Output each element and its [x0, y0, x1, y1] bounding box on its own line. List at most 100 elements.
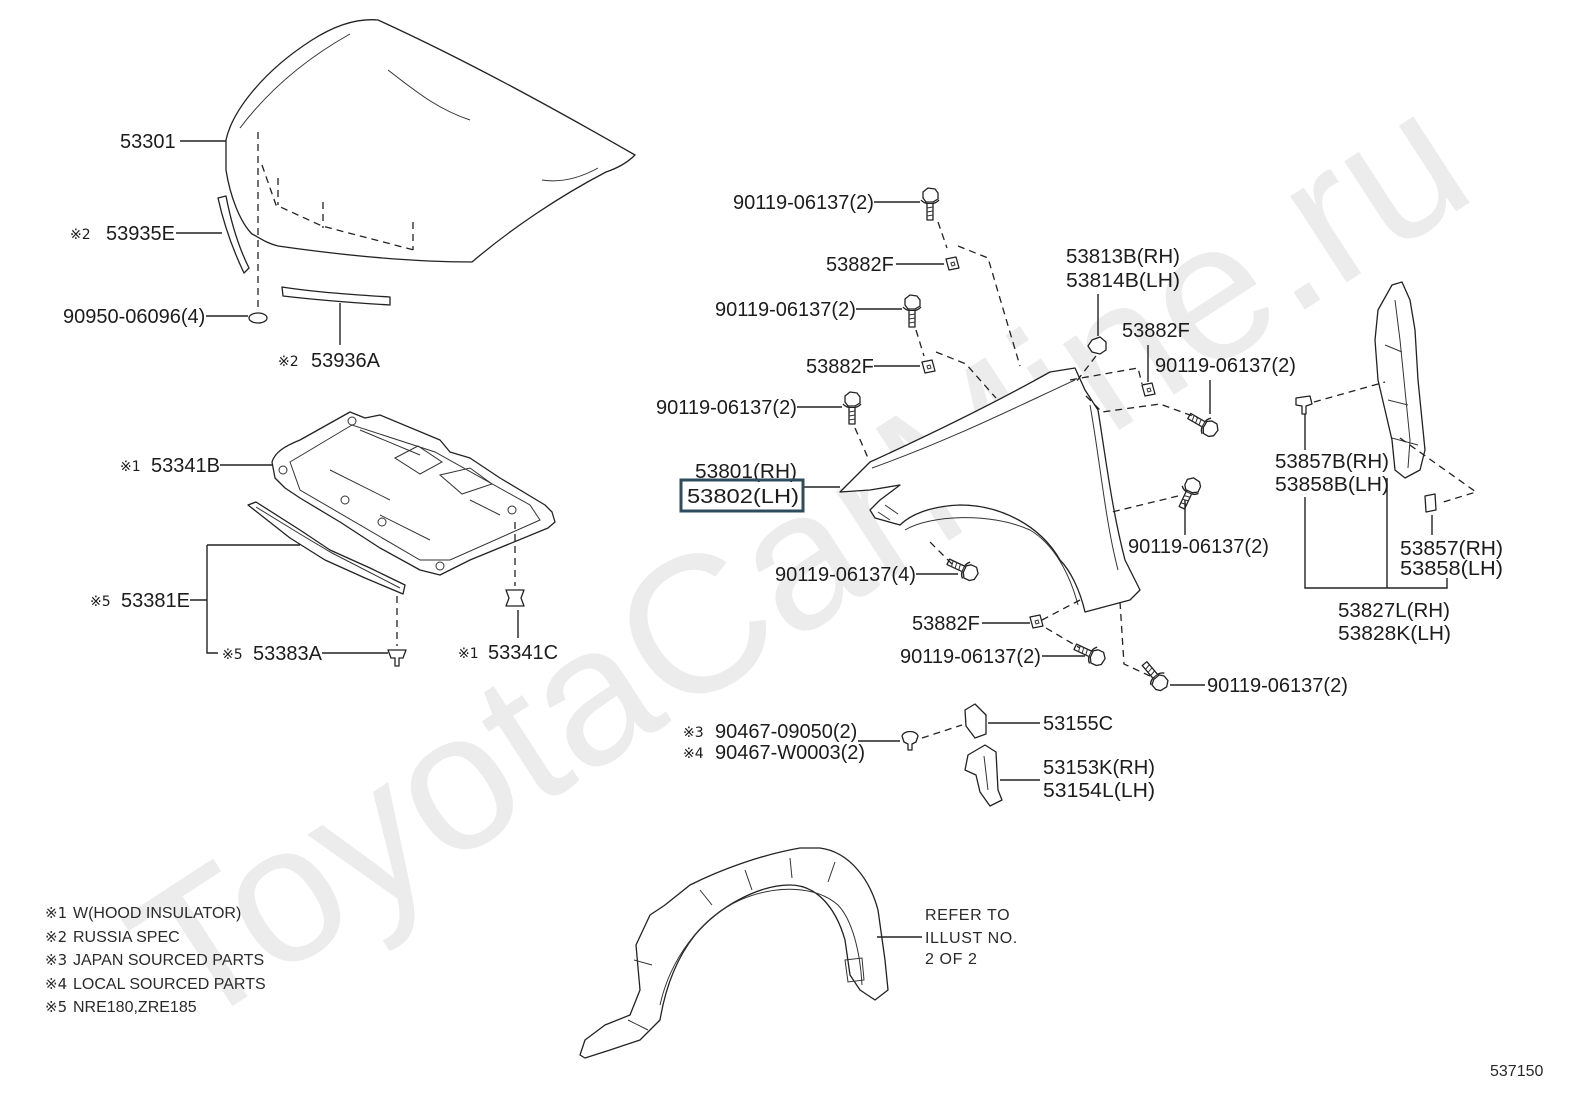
fender-character-line — [871, 379, 1076, 469]
insulator-seal-detail — [255, 506, 401, 589]
insulator-clip-drawing — [505, 589, 525, 607]
label-fender-bolt-bottom[interactable]: 90119-06137(2) — [900, 646, 1041, 668]
label-fender-lh[interactable]: 53802(LH) — [687, 486, 799, 508]
liner-reference-line2[interactable]: ILLUST NO. — [925, 930, 1018, 947]
liner-inner-arch — [659, 888, 863, 1006]
legend-mark: ※1 — [45, 904, 67, 922]
label-fender-rh[interactable]: 53801(RH) — [695, 461, 797, 483]
liner-reference-line3[interactable]: 2 OF 2 — [925, 951, 978, 968]
label-hood[interactable]: 53301 — [120, 131, 176, 153]
label-hood-insulator[interactable]: 53341B — [151, 455, 220, 477]
fender-bolt-rear-drawing — [1173, 474, 1205, 513]
label-fender-bolt-top[interactable]: 90119-06137(2) — [733, 192, 874, 214]
guide-liner-clip — [921, 724, 963, 739]
selected-part-highlight — [679, 478, 805, 513]
hood-front-seal-drawing — [217, 195, 250, 274]
guide-top-bolt — [937, 221, 1021, 367]
label-fender-bolt-front[interactable]: 90119-06137(2) — [656, 397, 797, 419]
label-hood-front-seal[interactable]: 53935E — [106, 223, 175, 245]
label-fender-bracket-lh[interactable]: 53828K(LH) — [1338, 623, 1451, 645]
insulator-hole — [377, 517, 387, 527]
fender-bolt-top-drawing — [920, 187, 940, 221]
insulator-inner-edge — [289, 424, 541, 561]
guide-front-bolt — [854, 427, 869, 459]
guide-lower-bolt — [927, 539, 953, 565]
insulator-seal-clip-drawing — [387, 649, 407, 667]
label-hood-clip[interactable]: 90950-06096(4) — [63, 306, 205, 328]
note-mark: ※1 — [458, 646, 479, 662]
bracket-detail — [1384, 299, 1419, 469]
label-bracket-clip-rh[interactable]: 53857B(RH) — [1275, 451, 1389, 473]
label-bracket-retainer-lh[interactable]: 53858(LH) — [1400, 558, 1503, 580]
hood-outline — [225, 19, 636, 263]
fender-clip-lower-drawing — [1029, 614, 1044, 629]
bracket-fender-bracket — [1304, 414, 1448, 589]
insulator-seal-drawing — [247, 501, 406, 595]
note-mark: ※2 — [278, 354, 299, 370]
fender-outline — [839, 367, 1141, 613]
guide-rear-bolt — [1111, 495, 1179, 513]
label-protector[interactable]: 53155C — [1043, 713, 1113, 735]
liner-outline — [579, 847, 889, 1059]
label-fender-bolt-upper[interactable]: 90119-06137(2) — [715, 299, 856, 321]
liner-clip-drawing — [901, 730, 919, 751]
label-insulator-clip[interactable]: 53341C — [488, 642, 558, 664]
guide-bottom — [1041, 599, 1151, 677]
fender-bracket-drawing — [1374, 281, 1426, 479]
bracket-clip-drawing — [1295, 395, 1313, 415]
hood-inner-ribs — [277, 178, 414, 250]
legend-text: NRE180,ZRE185 — [73, 999, 197, 1016]
label-protector-bracket-lh[interactable]: 53154L(LH) — [1043, 780, 1155, 802]
label-liner-clip-alt[interactable]: 90467-W0003(2) — [715, 742, 865, 764]
label-liner-clip[interactable]: 90467-09050(2) — [715, 721, 857, 743]
insulator-hole — [507, 505, 517, 515]
liner-ribs — [627, 857, 836, 1031]
note-mark: ※4 — [683, 746, 704, 762]
label-fender-nut-rh[interactable]: 53813B(RH) — [1066, 246, 1180, 268]
legend-text: LOCAL SOURCED PARTS — [73, 976, 266, 993]
hood-clip-drawing — [248, 312, 268, 324]
fender-nut-drawing — [1087, 336, 1107, 355]
label-insulator-seal-clip[interactable]: 53383A — [253, 643, 323, 665]
hood-edge-line — [239, 33, 351, 129]
label-fender-bolt-lower[interactable]: 90119-06137(4) — [775, 564, 916, 586]
insulator-raised-block — [394, 445, 494, 495]
leader-lines — [176, 140, 1448, 938]
note-mark: ※3 — [683, 725, 704, 741]
liner-reference-line1[interactable]: REFER TO — [925, 907, 1010, 924]
protector-drawing — [964, 703, 987, 739]
label-fender-bolt-rear[interactable]: 90119-06137(2) — [1128, 536, 1269, 558]
hood-drawing — [225, 19, 636, 308]
label-insulator-seal[interactable]: 53381E — [121, 590, 190, 612]
label-fender-clip-top[interactable]: 53882F — [826, 254, 894, 276]
label-fender-bolt-rocker[interactable]: 90119-06137(2) — [1207, 675, 1348, 697]
fender-bolt-bottom-drawing — [1070, 638, 1109, 670]
fender-front-detail — [877, 504, 899, 521]
label-fender-bracket-rh[interactable]: 53827L(RH) — [1338, 600, 1450, 622]
legend-text: JAPAN SOURCED PARTS — [73, 952, 264, 969]
legend-text: RUSSIA SPEC — [73, 929, 180, 946]
label-fender-clip-upper[interactable]: 53882F — [806, 356, 874, 378]
legend-text: W(HOOD INSULATOR) — [73, 905, 241, 922]
fender-liner-drawing — [579, 847, 889, 1059]
note-mark: ※5 — [90, 594, 111, 610]
label-fender-bolt-rear-upper[interactable]: 90119-06137(2) — [1155, 355, 1296, 377]
label-fender-clip-rear[interactable]: 53882F — [1122, 320, 1190, 342]
hood-front-line — [541, 167, 599, 182]
label-bracket-retainer-rh[interactable]: 53857(RH) — [1400, 538, 1503, 560]
label-hood-rear-seal[interactable]: 53936A — [311, 350, 381, 372]
protector-bracket-drawing — [964, 744, 1003, 807]
hood-rear-seal-drawing — [281, 286, 391, 306]
label-protector-bracket-rh[interactable]: 53153K(RH) — [1043, 757, 1155, 779]
notes-legend: ※1 W(HOOD INSULATOR) ※2 RUSSIA SPEC ※3 J… — [45, 904, 266, 1016]
bracket-insulator-seal — [190, 544, 300, 654]
guide-rear-top — [1069, 355, 1199, 419]
label-bracket-clip-lh[interactable]: 53858B(LH) — [1275, 474, 1389, 496]
label-fender-clip-lower[interactable]: 53882F — [912, 613, 980, 635]
note-mark: ※5 — [222, 647, 243, 663]
fender-clip-top-drawing — [945, 256, 960, 271]
label-fender-nut-lh[interactable]: 53814B(LH) — [1066, 270, 1180, 292]
legend-mark: ※3 — [45, 951, 67, 969]
protector-bracket-detail — [983, 755, 989, 791]
